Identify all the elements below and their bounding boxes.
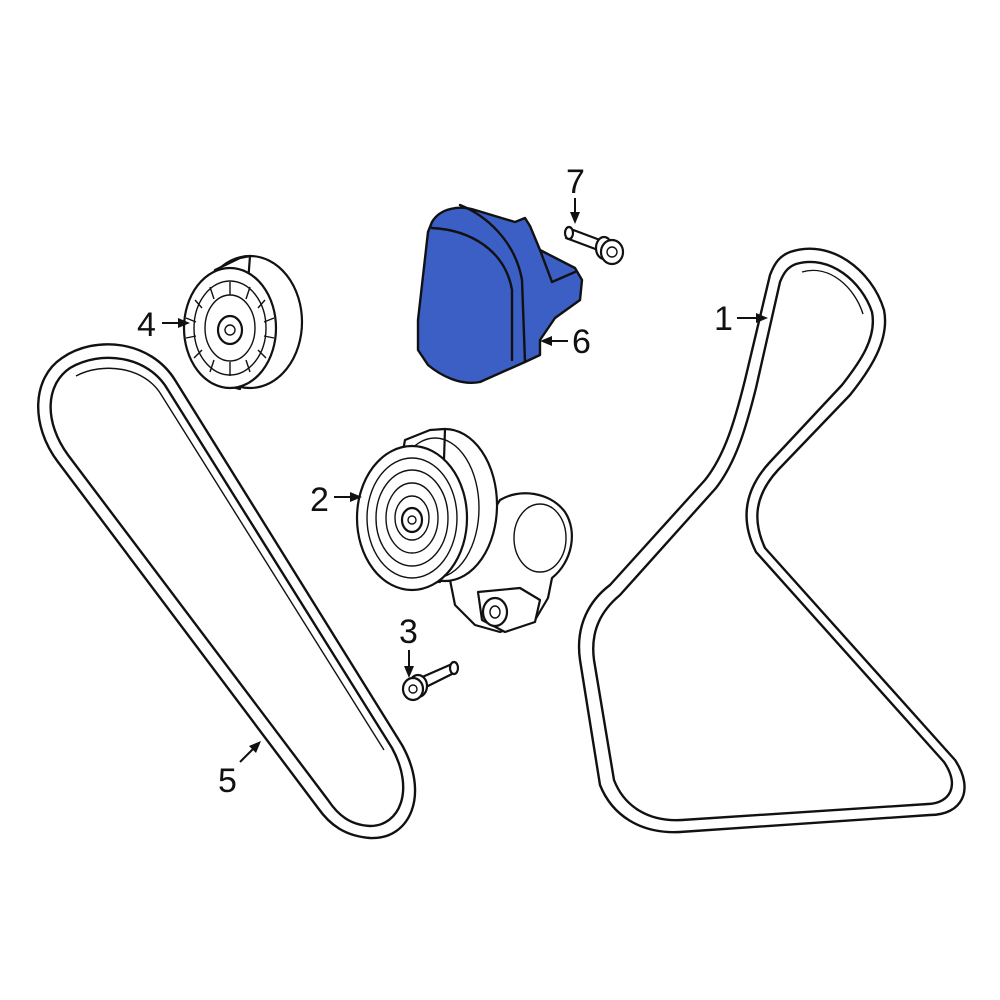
callout-4: 4 bbox=[137, 306, 156, 344]
belt-right bbox=[577, 247, 966, 834]
callout-1: 1 bbox=[714, 300, 733, 338]
callout-7: 7 bbox=[566, 163, 585, 201]
callout-6: 6 bbox=[572, 323, 591, 361]
cover-bolt bbox=[563, 225, 625, 266]
tensioner-bolt bbox=[401, 660, 460, 702]
callout-2: 2 bbox=[310, 481, 329, 519]
belt-cover bbox=[416, 203, 584, 385]
callout-arrows bbox=[162, 198, 768, 763]
idler-pulley bbox=[182, 254, 304, 391]
callout-3: 3 bbox=[399, 613, 418, 651]
belt-left bbox=[37, 343, 417, 840]
callout-5: 5 bbox=[218, 762, 237, 800]
tensioner bbox=[355, 427, 573, 634]
